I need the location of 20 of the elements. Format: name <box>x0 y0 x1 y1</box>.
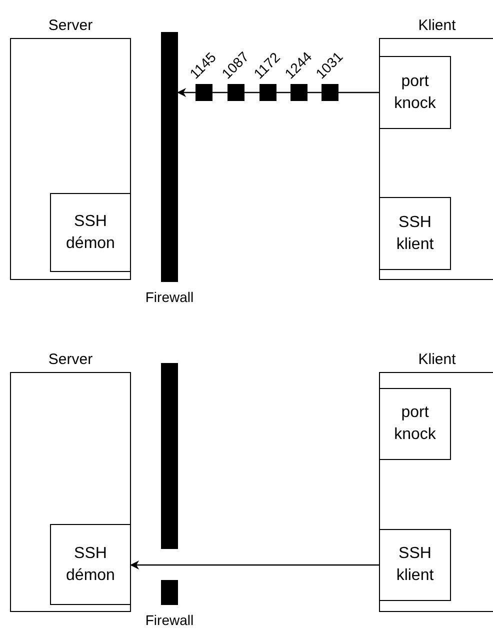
node-label: port knock <box>393 72 437 114</box>
node-label: SSH démon <box>65 212 116 254</box>
process-box <box>379 197 451 270</box>
heading: Klient <box>418 18 456 33</box>
process-box <box>379 56 451 129</box>
heading: Server <box>48 18 93 33</box>
arrow <box>130 560 379 570</box>
process-box <box>379 529 451 601</box>
process-box <box>50 193 131 272</box>
node-label: SSH klient <box>395 544 435 586</box>
firewall-label: Firewall <box>145 290 194 304</box>
heading: Server <box>48 352 93 367</box>
node-label: port knock <box>393 403 437 445</box>
node-label: SSH klient <box>395 212 435 254</box>
heading: Klient <box>418 352 456 367</box>
process-box <box>379 388 451 460</box>
node-label: SSH démon <box>65 544 116 586</box>
firewall-label: Firewall <box>145 613 194 627</box>
process-box <box>50 524 131 605</box>
arrow <box>177 88 379 97</box>
